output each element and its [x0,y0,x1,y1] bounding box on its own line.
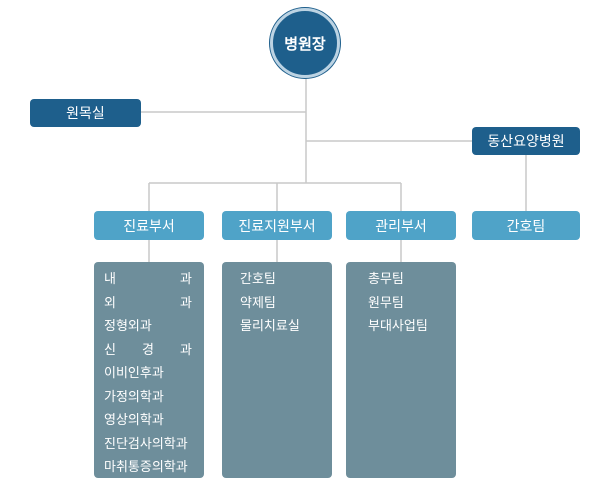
branch-nursing-team-node: 간호팀 [472,211,580,240]
unit-item: 간호팀 [240,272,276,287]
unit-item: 물리치료실 [240,319,300,334]
unit-item: 가정의학과 [104,389,164,405]
department-node-medical-support: 진료지원부서 [222,211,332,240]
unit-item: 총무팀 [368,272,404,287]
unit-item: 약제팀 [240,295,276,311]
branch-nursing-team-label: 간호팀 [506,218,546,235]
unit-item: 내 과 [104,272,192,287]
unit-item: 부대사업팀 [368,319,428,334]
branch-hospital-label: 동산요양병원 [487,134,565,150]
unit-item: 정형외과 [104,319,152,334]
department-label: 진료부서 [123,218,175,235]
unit-item: 신 경 과 [104,342,192,358]
hospital-director-label: 병원장 [284,34,326,53]
department-node-medical: 진료부서 [94,211,204,240]
chaplaincy-office-label: 원목실 [66,106,105,122]
unit-item: 영상의학과 [104,413,164,428]
unit-item: 원무팀 [368,295,404,311]
department-label: 진료지원부서 [238,218,316,235]
unit-item: 진단검사의학과 [104,436,188,452]
unit-item: 이비인후과 [104,366,164,381]
unit-item: 마취통증의학과 [104,460,188,475]
chaplaincy-office-node: 원목실 [30,99,141,127]
hospital-director-node: 병원장 [270,8,340,78]
unit-item: 외 과 [104,295,192,311]
department-node-administration: 관리부서 [346,211,456,240]
branch-hospital-node: 동산요양병원 [472,127,580,155]
department-label: 관리부서 [375,218,427,235]
